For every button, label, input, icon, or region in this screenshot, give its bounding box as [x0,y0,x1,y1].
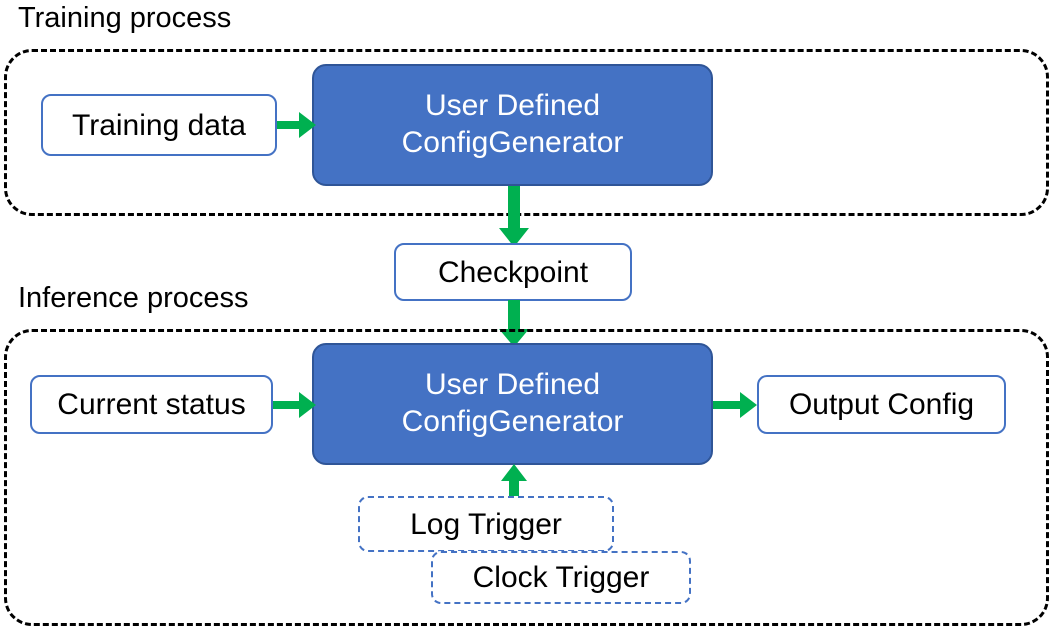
node-training-generator[interactable]: User Defined ConfigGenerator [312,64,713,186]
node-clock-trigger[interactable]: Clock Trigger [431,551,691,604]
arrow-current-status-to-generator [273,388,317,422]
arrow-generator-to-checkpoint [497,186,531,248]
arrow-training-data-to-generator [277,108,317,142]
training-process-container [4,49,1049,216]
node-log-trigger-label: Log Trigger [410,507,562,541]
node-checkpoint[interactable]: Checkpoint [394,243,632,301]
node-checkpoint-label: Checkpoint [437,255,589,289]
node-training-data[interactable]: Training data [41,94,277,156]
node-current-status[interactable]: Current status [30,375,273,434]
node-output-config[interactable]: Output Config [757,375,1006,434]
arrow-triggers-to-generator [499,464,529,500]
node-log-trigger[interactable]: Log Trigger [358,496,614,552]
inference-process-label: Inference process [18,282,249,314]
arrow-generator-to-output-config [713,388,758,422]
node-inference-generator-label: User Defined ConfigGenerator [401,368,624,438]
node-output-config-label: Output Config [788,388,975,421]
node-current-status-label: Current status [57,388,246,421]
node-training-generator-label: User Defined ConfigGenerator [401,89,624,159]
training-process-label: Training process [18,2,232,34]
node-training-data-label: Training data [72,108,246,142]
arrow-checkpoint-to-inference-generator [497,300,531,348]
node-inference-generator[interactable]: User Defined ConfigGenerator [312,343,713,465]
inference-process-container [4,329,1049,626]
node-clock-trigger-label: Clock Trigger [472,561,650,594]
